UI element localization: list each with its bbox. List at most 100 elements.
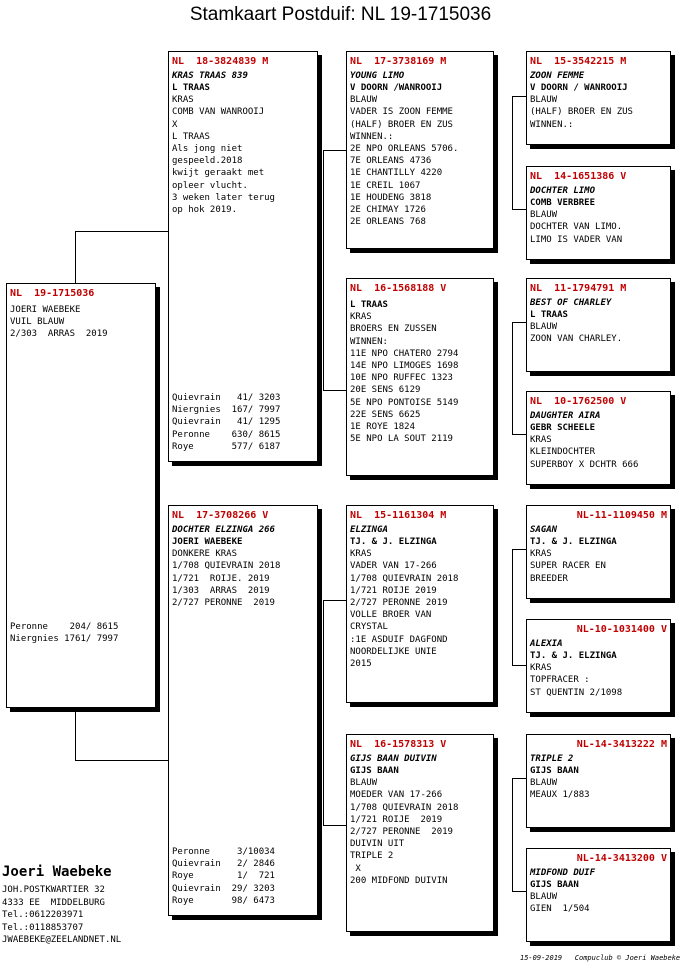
card-line: 1/708 QUIEVRAIN 2018	[350, 802, 459, 813]
card-line: 1/303 ARRAS 2019	[172, 585, 270, 596]
ddd-card[interactable]: NL-14-3413200 V MIDFOND DUIF GIJS BAAN B…	[526, 848, 671, 942]
card-line: L TRAAS	[172, 131, 210, 142]
ring-number: NL-11-1109450 M	[576, 510, 667, 521]
result-line: Niergnies 1761/ 7997	[10, 634, 119, 645]
card-line: GIJS BAAN	[350, 766, 399, 776]
footer-credit: 15-09-2019 Compuclub © Joeri Waebeke	[520, 954, 681, 962]
card-line: 1E CREIL 1067	[350, 180, 421, 191]
card-line: MOEDER VAN 17-266	[350, 790, 443, 801]
owner-name: Joeri Waebeke	[2, 864, 112, 880]
dds-card[interactable]: NL-14-3413222 M TRIPLE 2 GIJS BAAN BLAUW…	[526, 734, 671, 828]
card-line: L TRAAS	[350, 300, 388, 310]
ring-number: NL 18-3824839 M	[172, 56, 269, 67]
card-line: L TRAAS	[172, 83, 210, 93]
ring-number: NL 17-3738169 M	[350, 56, 447, 67]
page-title: Stamkaart Postduif: NL 19-1715036	[189, 4, 492, 25]
connector	[75, 231, 76, 284]
card-line: 1/708 QUIEVRAIN 2018	[172, 561, 281, 572]
connector	[512, 549, 513, 665]
pigeon-name: DAUGHTER AIRA	[530, 411, 601, 421]
card-line: TJ. & J. ELZINGA	[530, 651, 617, 661]
pigeon-name: YOUNG LIMO	[350, 71, 405, 81]
dsd-card[interactable]: NL-10-1031400 V ALEXIA TJ. & J. ELZINGA …	[526, 619, 671, 713]
card-line: WINNEN.:	[350, 131, 394, 142]
pigeon-name: KRAS TRAAS 839	[172, 71, 248, 81]
dam-card[interactable]: NL 17-3708266 V DOCHTER ELZINGA 266 JOER…	[168, 505, 318, 916]
card-line: 1/721 ROIJE. 2019	[172, 573, 270, 584]
card-line: 10E NPO RUFFEC 1323	[350, 373, 453, 384]
sire-dam-card[interactable]: NL 16-1568188 V L TRAAS KRAS BROERS EN Z…	[346, 278, 494, 476]
card-line: 2/727 PERONNE 2019	[350, 827, 453, 838]
pigeon-name: ELZINGA	[350, 525, 388, 535]
card-line: VADER VAN 17-266	[350, 561, 437, 572]
card-line: 7E ORLEANS 4736	[350, 156, 432, 167]
result-line: Quievrain 41/ 1295	[172, 417, 281, 428]
result-line: Peronne 204/ 8615	[10, 622, 119, 632]
connector	[323, 390, 346, 391]
card-line: VADER IS ZOON FEMME	[350, 107, 453, 118]
card-line: KRAS	[530, 549, 552, 560]
card-line: 2/727 PERONNE 2019	[172, 598, 275, 609]
sds-card[interactable]: NL 11-1794791 M BEST OF CHARLEY L TRAAS …	[526, 278, 671, 372]
owner-line: JOH.POSTKWARTIER 32	[2, 885, 105, 895]
sire-card[interactable]: NL 18-3824839 M KRAS TRAAS 839 L TRAAS K…	[168, 51, 318, 462]
connector	[512, 778, 526, 779]
card-line: BLAUW	[530, 778, 558, 789]
card-line: 200 MIDFOND DUIVIN	[350, 875, 448, 886]
card-line: L TRAAS	[530, 310, 568, 320]
result-line: Peronne 3/10034	[172, 847, 275, 857]
card-line: COMB VAN WANROOIJ	[172, 107, 265, 118]
card-line: ST QUENTIN 2/1098	[530, 687, 623, 698]
card-line: 1/721 ROIJE 2019	[350, 585, 437, 596]
card-line: BLAUW	[530, 322, 558, 333]
card-line: KRAS	[350, 312, 372, 323]
pigeon-name: GIJS BAAN DUIVIN	[350, 754, 437, 764]
connector	[512, 209, 526, 210]
dam-sire-card[interactable]: NL 15-1161304 M ELZINGA TJ. & J. ELZINGA…	[346, 505, 494, 703]
sss-card[interactable]: NL 15-3542215 M ZOON FEMME V DOORN / WAN…	[526, 51, 671, 145]
card-line: GIJS BAAN	[530, 880, 579, 890]
connector	[323, 600, 346, 601]
ring-number: NL 15-1161304 M	[350, 510, 447, 521]
result-line: Roye 98/ 6473	[172, 895, 275, 906]
card-line: DOCHTER VAN LIMO.	[530, 222, 623, 233]
card-line: TOPFRACER :	[530, 675, 590, 686]
sdd-card[interactable]: NL 10-1762500 V DAUGHTER AIRA GEBR SCHEE…	[526, 391, 671, 485]
ring-number: NL-14-3413222 M	[576, 739, 667, 750]
card-line: SUPERBOY X DCHTR 666	[530, 459, 639, 470]
result-line: Roye 1/ 721	[172, 871, 275, 882]
ring-number: NL-10-1031400 V	[576, 624, 667, 635]
ring-number: NL 10-1762500 V	[530, 396, 627, 407]
card-line: 14E NPO LIMOGES 1698	[350, 361, 459, 372]
owner-email[interactable]: JWAEBEKE@ZEELANDNET.NL	[2, 935, 122, 945]
owner-address: JOH.POSTKWARTIER 32 4333 EE MIDDELBURG T…	[2, 884, 121, 947]
result-line: Quievrain 29/ 3203	[172, 883, 275, 894]
dam-dam-card[interactable]: NL 16-1578313 V GIJS BAAN DUIVIN GIJS BA…	[346, 734, 494, 932]
card-line: KRAS	[530, 435, 552, 446]
card-line: BLAUW	[350, 778, 378, 789]
card-line: TRIPLE 2	[350, 851, 394, 862]
ring-number: NL 15-3542215 M	[530, 56, 627, 67]
connector	[512, 322, 526, 323]
card-line: KLEINDOCHTER	[530, 447, 596, 458]
card-line: KRAS	[350, 549, 372, 560]
card-line: GIEN 1/504	[530, 904, 590, 915]
card-line: gespeeld.2018	[172, 156, 243, 167]
subject-card[interactable]: NL 19-1715036 JOERI WAEBEKE VUIL BLAUW 2…	[6, 283, 156, 708]
connector	[75, 707, 76, 760]
sire-sire-card[interactable]: NL 17-3738169 M YOUNG LIMO V DOORN /WANR…	[346, 51, 494, 249]
card-line: 2/727 PERONNE 2019	[350, 598, 448, 609]
connector	[323, 150, 346, 151]
card-line: MEAUX 1/883	[530, 790, 590, 801]
dss-card[interactable]: NL-11-1109450 M SAGAN TJ. & J. ELZINGA K…	[526, 505, 671, 599]
card-line: DONKERE KRAS	[172, 549, 238, 560]
card-line: 2E CHIMAY 1726	[350, 205, 426, 216]
result-line: Quievrain 2/ 2846	[172, 859, 275, 870]
card-line: V DOORN /WANROOIJ	[350, 83, 443, 93]
pigeon-name: MIDFOND DUIF	[530, 868, 596, 878]
card-line: WINNEN:	[350, 336, 388, 347]
ssd-card[interactable]: NL 14-1651386 V DOCHTER LIMO COMB VERBRE…	[526, 166, 671, 260]
ring-number: NL 17-3708266 V	[172, 510, 269, 521]
pigeon-name: ZOON FEMME	[530, 71, 585, 81]
card-line: 1E ROYE 1824	[350, 422, 416, 433]
